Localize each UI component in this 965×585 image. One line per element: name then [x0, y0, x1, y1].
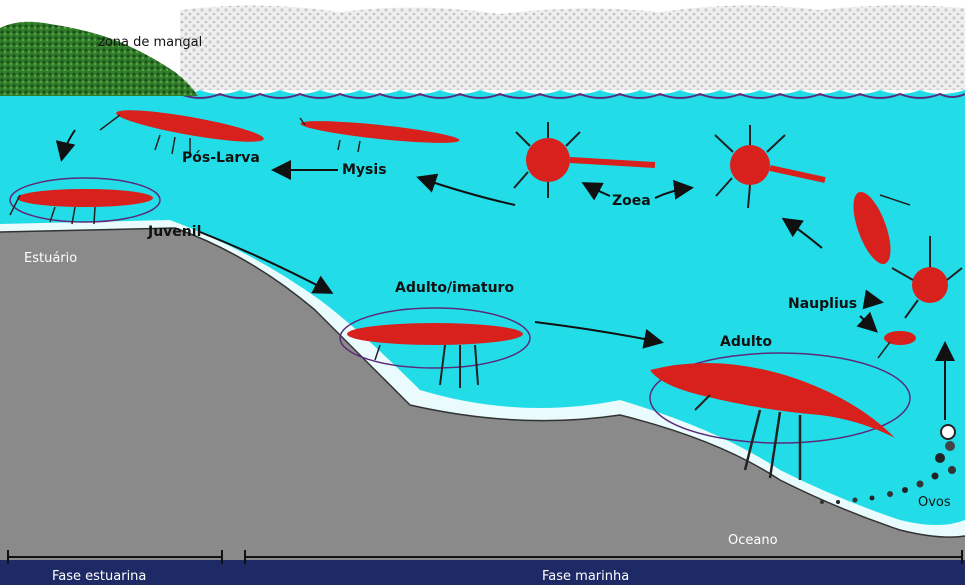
nauplius-label: Nauplius	[788, 296, 857, 312]
marine-phase-label: Fase marinha	[542, 569, 629, 584]
mysis-label: Mysis	[342, 162, 387, 178]
mangrove-label: zona de mangal	[98, 35, 202, 50]
eggs-label: Ovos	[918, 495, 951, 510]
postlarva-label: Pós-Larva	[182, 150, 260, 166]
subadult-label: Adulto/imaturo	[395, 280, 514, 296]
adult-label: Adulto	[720, 334, 772, 350]
ocean-label: Oceano	[728, 533, 778, 548]
juvenile-label: Juvenil	[147, 224, 201, 240]
estuary-label: Estuário	[24, 251, 77, 266]
estuarine-phase-label: Fase estuarina	[52, 569, 146, 584]
cloud-band	[180, 5, 965, 90]
zoea-label: Zoea	[612, 193, 651, 209]
